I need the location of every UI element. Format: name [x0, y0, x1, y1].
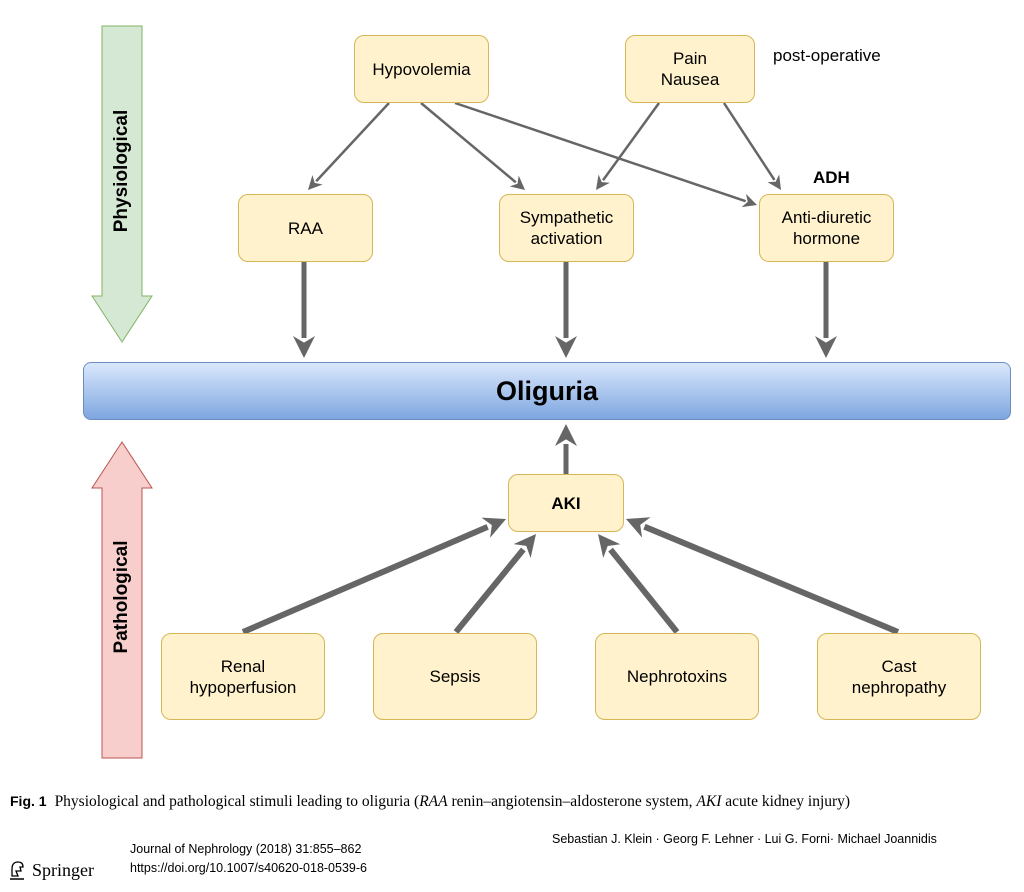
- node-cast-nephropathy: Cast nephropathy: [817, 633, 981, 720]
- arrowhead-icon: [308, 174, 323, 190]
- caption-abbr-aki: AKI: [696, 793, 722, 810]
- caption-text-3: acute kidney injury): [721, 793, 851, 810]
- physiological-arrow: [91, 25, 153, 343]
- node-hypovolemia: Hypovolemia: [354, 35, 489, 103]
- edge-aki-to-oliguria: [555, 424, 577, 474]
- node-oliguria: Oliguria: [83, 362, 1011, 420]
- node-pain-nausea: Pain Nausea: [625, 35, 755, 103]
- node-sympathetic-activation: Sympathetic activation: [499, 194, 634, 262]
- arrowhead-icon: [555, 424, 577, 446]
- caption-text-1: Physiological and pathological stimuli l…: [54, 793, 420, 810]
- edge-line: [241, 524, 489, 635]
- journal-citation: Journal of Nephrology (2018) 31:855–862: [130, 842, 362, 856]
- edge-line: [454, 101, 747, 203]
- edge-pain_nausea-to-adh_box: [722, 102, 781, 190]
- node-label: Cast nephropathy: [851, 656, 947, 697]
- oliguria-label: Oliguria: [495, 375, 598, 406]
- arrowhead-icon: [513, 534, 536, 558]
- node-renal-hypoperfusion: Renal hypoperfusion: [161, 633, 325, 720]
- arrowhead-icon: [767, 174, 781, 190]
- arrowhead-icon: [598, 534, 621, 559]
- edge-line: [315, 102, 390, 183]
- post-operative-annotation: post-operative: [773, 46, 881, 65]
- edge-line: [643, 523, 900, 635]
- publisher-name: Springer: [32, 859, 94, 880]
- edge-line: [602, 102, 661, 182]
- edge-line: [453, 547, 526, 634]
- arrows-layer: [91, 25, 900, 759]
- node-nephrotoxins: Nephrotoxins: [595, 633, 759, 720]
- edge-line: [420, 102, 517, 184]
- edge-hypovolemia-to-raa: [308, 102, 390, 190]
- pathological-arrow: [91, 441, 153, 759]
- node-label: Renal hypoperfusion: [189, 656, 297, 697]
- edge-line: [722, 102, 776, 181]
- node-label: Sepsis: [429, 667, 481, 686]
- edge-sympathetic-to-oliguria: [555, 262, 577, 358]
- physiological-label: Physiological: [111, 109, 132, 233]
- node-aki: AKI: [508, 474, 624, 532]
- pathological-label: Pathological: [111, 540, 132, 654]
- arrowhead-icon: [555, 336, 577, 358]
- springer-logo: Springer: [8, 859, 94, 881]
- node-label: Pain Nausea: [660, 49, 720, 89]
- node-label: Nephrotoxins: [626, 667, 728, 686]
- node-anti-diuretic-hormone: Anti-diuretic hormone: [759, 194, 894, 262]
- edge-sepsis-to-aki: [453, 534, 536, 634]
- caption-abbr-raa: RAA: [419, 793, 448, 810]
- node-label: RAA: [288, 218, 323, 238]
- arrowhead-icon: [741, 193, 757, 208]
- doi-link[interactable]: https://doi.org/10.1007/s40620-018-0539-…: [130, 861, 367, 875]
- edge-hypovolemia-to-sympathetic: [420, 102, 525, 190]
- arrowhead-icon: [509, 175, 525, 190]
- node-label: Sympathetic activation: [519, 208, 614, 248]
- adh-annotation: ADH: [813, 168, 850, 187]
- arrowhead-icon: [293, 336, 315, 358]
- arrowhead-icon: [626, 517, 651, 538]
- authors: Sebastian J. Klein · Georg F. Lehner · L…: [552, 832, 937, 846]
- node-label: Hypovolemia: [372, 59, 471, 79]
- edge-cast-to-aki: [626, 517, 900, 635]
- arrowhead-icon: [481, 517, 506, 538]
- oliguria-diagram: Physiological Pathological Hypovolemia P…: [83, 25, 1011, 759]
- edge-nephrotoxins-to-aki: [598, 534, 680, 634]
- edge-raa-to-oliguria: [293, 262, 315, 358]
- node-sepsis: Sepsis: [373, 633, 537, 720]
- journal-info: Journal of Nephrology (2018) 31:855–862 …: [130, 840, 367, 878]
- figure-number: Fig. 1: [10, 793, 47, 809]
- edge-adh_box-to-oliguria: [815, 262, 837, 358]
- node-label: AKI: [551, 493, 581, 513]
- edge-renal-to-aki: [241, 517, 506, 635]
- arrowhead-icon: [815, 336, 837, 358]
- arrowhead-icon: [596, 174, 610, 190]
- edge-line: [608, 547, 680, 634]
- edge-pain_nausea-to-sympathetic: [596, 102, 661, 190]
- caption-text-2: renin–angiotensin–aldosterone system,: [447, 793, 697, 810]
- edge-hypovolemia-to-adh_box: [454, 101, 757, 208]
- node-label: Anti-diuretic hormone: [781, 208, 872, 248]
- springer-knight-icon: [10, 861, 24, 880]
- figure-caption: Fig. 1 Physiological and pathological sti…: [10, 793, 850, 811]
- node-raa: RAA: [238, 194, 373, 262]
